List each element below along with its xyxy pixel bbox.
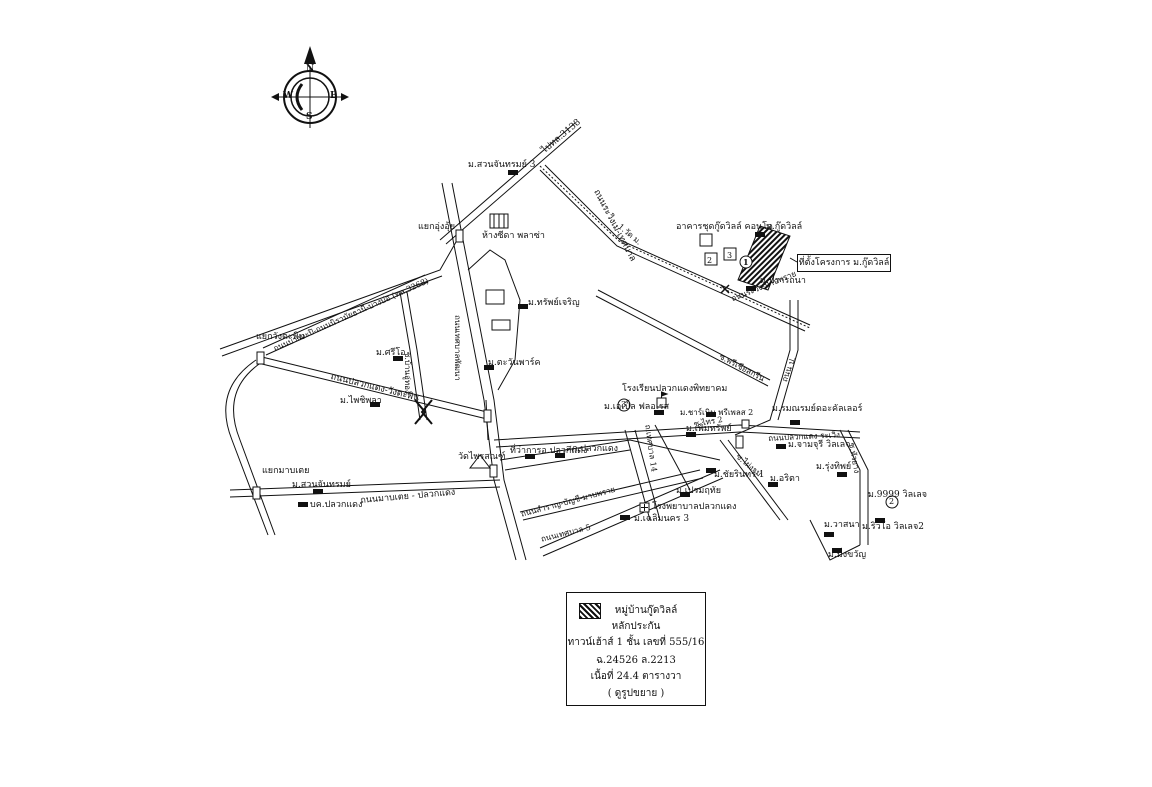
marker-3b: 3 [621,400,627,409]
plaza-building-icon [489,213,509,229]
place-police: สภ.ปลวกแดง [566,444,619,454]
place-chairin1: ม.ชัยรินทร์ 1 [714,470,765,480]
legend-area: เนื้อที่ 24.4 ตารางวา [590,671,682,682]
village-icons [298,170,885,553]
place-mingkwan: ม.มิ่งขวัญ [828,550,866,560]
compass-east: E [330,91,337,101]
place-arita: ม.อริตา [770,474,800,484]
school-icon [656,391,669,408]
place-supcharoen: ม.ทรัพย์เจริญ [528,298,580,308]
place-rommarom: ม.รมณรมย์ดอะคัลเลอร์ [772,404,863,414]
road-label-tessaban: ถนนเทศบาลพัฒนา [453,315,462,381]
place-9999-village: ม.9999 วิลเลจ [868,490,927,500]
place-district-office: ที่ว่าการอ.ปลวกแดง [510,446,588,456]
bridge-icon [414,399,433,425]
cross-mark-icon [720,284,730,294]
place-hospital: โรงพยาบาลปลวกแดง [652,502,737,512]
condo-buildings [699,233,737,266]
project-area [737,225,791,291]
place-premruthai: ม.เปรมฤทัย [676,486,722,496]
legend-hatch-swatch [579,603,601,619]
place-suanchan3: ม.สวนจันทรมย์ 3 [468,160,536,170]
legend-property-type: ทาวน์เฮ้าส์ 1 ชั้น เลขที่ 555/16 [567,637,705,648]
place-rungthip: ม.รุ่งทิพย์ [816,462,852,472]
road-network [219,122,869,561]
hospital-icon [639,502,650,513]
compass-south: S [306,112,313,122]
place-srio: ม.ศรีโอ [376,348,406,358]
project-callout: ที่ตั้งโครงการ ม.กู๊ดวิลล์ [797,254,891,272]
place-tawan-park: ม.ตะวันพาร์ค [488,358,541,368]
marker-2: 2 [707,256,713,265]
place-wangtaphin-junction: แยกวังตะพิน [256,332,305,342]
legend-collateral: หลักประกัน [611,621,661,632]
place-rio-village2: ม.ริวโอ วิลเลจ2 [862,522,924,532]
road-label-ban-uthong: ซ.บ้านอู่ทอง [403,352,412,394]
compass-rose-icon [271,46,349,128]
place-wasana: ม.วาสนา [824,520,860,530]
legend-title: หมู่บ้านกู๊ดวิลล์ [614,605,678,616]
bank-building-icon [485,289,511,331]
place-chalermnakorn3: ม.เฉลิมนคร 3 [634,514,690,524]
place-phaichipla: ม.ไพชิพลา [340,396,382,406]
place-wat-phraison: วัดไพรสณฑ์ [458,452,506,462]
place-permsap: ม.เพิ่มทรัพย์ [686,424,732,434]
place-school: โรงเรียนปลวกแดงพิทยาคม [622,384,728,394]
legend-deed: ฉ.24526 ล.2213 [596,655,676,666]
place-apple-floras: ม.เอเปิ้ล ฟลอเรส [604,402,670,412]
place-bk-pluakdaeng: บค.ปลวกแดง [310,500,363,510]
traffic-lights [252,229,750,500]
dotted-road [539,165,811,329]
place-prathana: ม.ปรารถนา [760,276,806,286]
number-markers [617,255,899,509]
legend-box: หมู่บ้านกู๊ดวิลล์ หลักประกัน ทาวน์เฮ้าส์… [566,592,706,706]
marker-1: 1 [743,257,749,267]
place-maptaphut-junction: แยกมาบเตย [262,466,310,476]
marker-3: 3 [727,251,733,260]
place-ungui-junction: แยกอุ่งอุ้ย [418,222,456,232]
place-charnern: ม.ชาร์เนิน พรีเพลส 2 [680,408,754,417]
place-goodwill: ม.กู๊ดวิลล์ [766,222,803,232]
compass-west: W [283,91,294,101]
place-sida-plaza: ห้างซีดา พลาซ่า [482,231,545,241]
callout-leader [789,257,798,263]
place-goodwill-condo: อาคารชุดกู๊ดวิลล์ คอนโด [676,222,773,232]
legend-see-enlarged: ( ดูรูปขยาย ) [607,688,665,699]
place-jamjuree: ม.จามจุรี วิลเลจ [788,440,851,450]
place-suanchan: ม.สวนจันทรมย์ [292,480,351,490]
temple-icon [468,454,492,469]
compass-north: N [306,64,315,74]
marker-2b: 2 [889,497,895,506]
